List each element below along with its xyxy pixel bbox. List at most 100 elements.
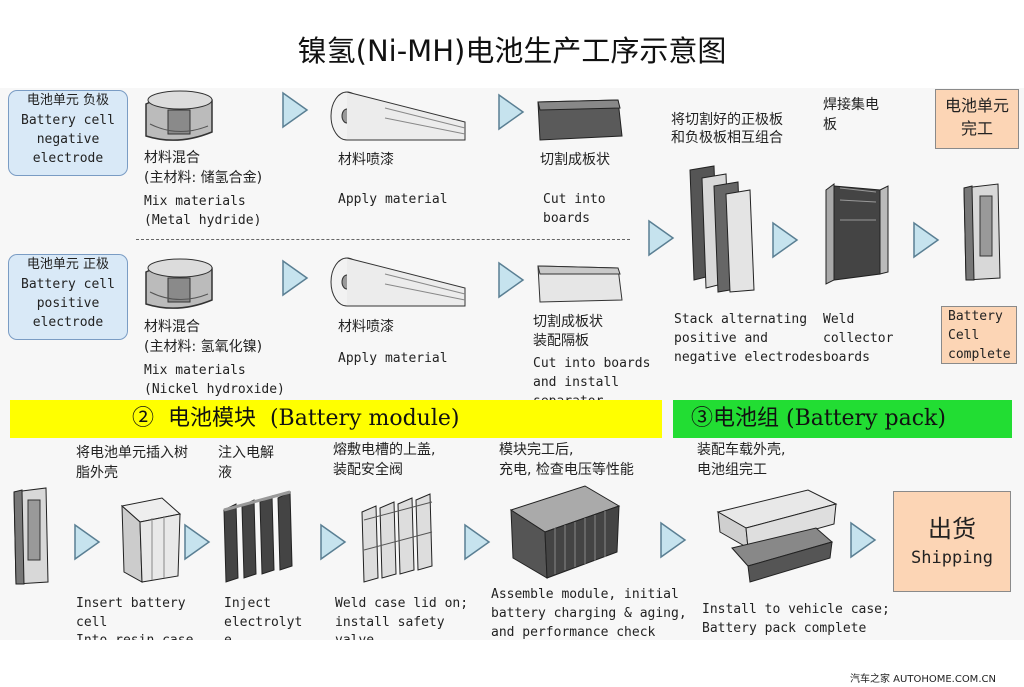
shipping-box: 出货 Shipping — [893, 491, 1011, 592]
arrow-right-icon — [282, 259, 309, 297]
stack-cn2: 和负极板相互组合 — [671, 130, 783, 146]
weldlid-cn1: 熔敷电槽的上盖, — [333, 442, 436, 458]
pos-cut-en2: and install — [533, 375, 620, 390]
inject-en1: Inject — [224, 596, 271, 611]
cell-complete-cn1: 电池单元 — [944, 96, 1009, 115]
neg-apply-cn: 材料喷漆 — [338, 152, 394, 168]
weld-en3: boards — [823, 350, 870, 365]
assemble-en2: battery charging & aging, — [491, 606, 687, 621]
arrow-right-icon — [772, 221, 799, 259]
mix-drum-image — [145, 258, 213, 309]
battery-module-bar: ② 电池模块 (Battery module) — [10, 400, 662, 438]
arrow-right-icon — [320, 523, 347, 561]
neg-cut-cn: 切割成板状 — [540, 152, 610, 168]
cell-complete-en1: Battery — [948, 309, 1003, 324]
negative-cell-en2: negative — [36, 132, 100, 147]
finished-cell-image — [13, 487, 49, 585]
insert-en1: Insert battery — [76, 596, 186, 611]
insert-en3: Into resin case — [76, 631, 193, 640]
neg-apply-en: Apply material — [338, 192, 448, 207]
arrow-right-icon — [464, 523, 491, 561]
coating-roll-image — [330, 257, 466, 307]
negative-cell-en3: electrode — [32, 151, 104, 166]
weld-en2: collector — [823, 331, 894, 346]
welded-stack-image — [825, 183, 889, 285]
electrolyte-cells-image — [223, 490, 293, 583]
install-en2: Battery pack complete — [702, 621, 867, 636]
page-title: 镍氢(Ni-MH)电池生产工序示意图 — [297, 34, 727, 68]
inject-cn2: 液 — [218, 465, 232, 481]
cut-board-image — [537, 99, 623, 141]
pos-mix-cn1: 材料混合 — [144, 319, 200, 335]
install-cn2: 电池组完工 — [697, 462, 767, 478]
cell-complete-en3: complete — [948, 347, 1011, 362]
insert-cn2: 脂外壳 — [76, 465, 118, 481]
battery-module-image — [509, 485, 621, 579]
positive-cell-en1: Battery cell — [21, 277, 115, 292]
battery-pack-image — [716, 489, 838, 583]
arrow-right-icon — [498, 93, 525, 131]
assemble-en3: and performance check — [491, 625, 656, 640]
battery-pack-bar: ③电池组 (Battery pack) — [673, 400, 1012, 438]
neg-cut-en2: boards — [543, 211, 590, 226]
cell-complete-en-box: Battery Cell complete — [941, 306, 1017, 364]
negative-cell-cn: 电池单元 负极 — [26, 93, 110, 108]
inject-cn1: 注入电解 — [218, 445, 274, 461]
cell-complete-cn2: 完工 — [960, 119, 993, 138]
install-cn1: 装配车载外壳, — [697, 442, 786, 458]
pos-cut-en1: Cut into boards — [533, 356, 651, 371]
insert-cn1: 将电池单元插入树 — [76, 445, 188, 461]
stack-en1: Stack alternating — [674, 312, 808, 327]
stack-cn1: 将切割好的正极板 — [671, 112, 783, 128]
finished-cell-image — [963, 183, 1001, 281]
weldlid-cn2: 装配安全阀 — [333, 462, 403, 478]
pos-mix-en2: (Nickel hydroxide) — [144, 382, 285, 397]
neg-mix-en2: (Metal hydride) — [144, 213, 262, 228]
negative-cell-en1: Battery cell — [21, 113, 115, 128]
resin-case-image — [120, 497, 182, 583]
assemble-en1: Assemble module, initial — [491, 587, 679, 602]
pos-cut-cn2: 装配隔板 — [533, 333, 589, 349]
pos-apply-en: Apply material — [338, 351, 448, 366]
cell-complete-cn-box: 电池单元 完工 — [935, 89, 1019, 149]
inject-en2: electrolyt — [224, 615, 303, 630]
neg-mix-cn2: (主材料: 储氢合金) — [144, 170, 263, 186]
cell-complete-en2: Cell — [948, 328, 980, 343]
row-divider — [136, 239, 630, 240]
weld-en1: Weld — [823, 312, 855, 327]
pos-mix-en1: Mix materials — [144, 363, 246, 378]
neg-cut-en1: Cut into — [543, 192, 606, 207]
arrow-right-icon — [913, 221, 940, 259]
pos-apply-cn: 材料喷漆 — [338, 319, 394, 335]
weld-cn2: 板 — [823, 117, 837, 133]
weldlid-en1: Weld case lid on; — [335, 596, 469, 611]
weldlid-en3: valve — [335, 631, 374, 640]
arrow-right-icon — [74, 523, 101, 561]
arrow-right-icon — [498, 261, 525, 299]
stacked-electrodes-image — [689, 165, 755, 293]
mix-drum-image — [145, 90, 213, 141]
pos-mix-cn2: (主材料: 氢氧化镍) — [144, 339, 263, 355]
neg-mix-cn1: 材料混合 — [144, 150, 200, 166]
arrow-right-icon — [282, 91, 309, 129]
positive-cell-cn: 电池单元 正极 — [26, 257, 110, 272]
stack-en2: positive and — [674, 331, 768, 346]
arrow-right-icon — [660, 521, 687, 559]
positive-cell-en3: electrode — [32, 315, 104, 330]
assemble-cn2: 充电, 检查电压等性能 — [499, 462, 634, 478]
separator-board-image — [537, 265, 623, 303]
positive-cell-en2: positive — [36, 296, 100, 311]
arrow-right-icon — [850, 521, 877, 559]
shipping-en: Shipping — [911, 548, 993, 568]
weld-cn1: 焊接集电 — [823, 97, 879, 113]
positive-cell-box: 电池单元 正极 Battery cell positive electrode — [8, 254, 128, 340]
neg-mix-en1: Mix materials — [144, 194, 246, 209]
watermark: 汽车之家 AUTOHOME.COM.CN — [850, 674, 996, 685]
coating-roll-image — [330, 91, 466, 141]
lid-welded-cells-image — [361, 493, 433, 583]
assemble-cn1: 模块完工后, — [499, 442, 574, 458]
weldlid-en2: install safety — [335, 615, 445, 630]
arrow-right-icon — [648, 219, 675, 257]
arrow-right-icon — [184, 523, 211, 561]
inject-en3: e — [224, 631, 232, 640]
